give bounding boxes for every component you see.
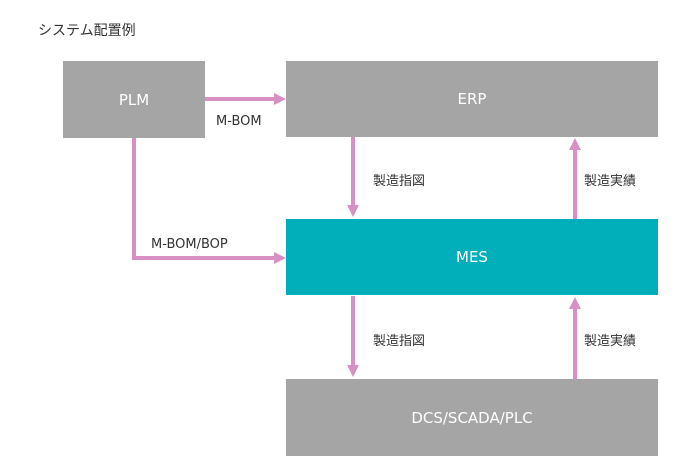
edge-label-plm-erp: M-BOM (216, 114, 262, 129)
node-plm-label: PLM (118, 90, 150, 109)
arrowhead-erp-mes (347, 205, 359, 217)
arrowhead-plm-erp (274, 93, 286, 105)
arrow-plm-mes (132, 138, 276, 260)
arrowhead-dcs-mes (569, 297, 581, 309)
arrowhead-plm-mes (274, 252, 286, 264)
arrowhead-mes-erp (569, 138, 581, 150)
edge-label-mes-erp: 製造実績 (584, 174, 637, 189)
edge-label-plm-mes: M-BOM/BOP (151, 237, 228, 252)
edge-label-mes-dcs: 製造指図 (373, 334, 426, 349)
diagram-title: システム配置例 (38, 23, 136, 39)
node-mes: MES (286, 219, 658, 295)
edge-label-erp-mes: 製造指図 (373, 174, 426, 189)
node-erp-label: ERP (457, 90, 487, 108)
arrowhead-mes-dcs (347, 365, 359, 377)
node-mes-label: MES (456, 248, 488, 266)
edge-label-dcs-mes: 製造実績 (584, 334, 637, 349)
node-erp: ERP (286, 61, 658, 137)
node-plm: PLM (63, 61, 205, 138)
node-dcs: DCS/SCADA/PLC (286, 379, 658, 456)
node-dcs-label: DCS/SCADA/PLC (411, 408, 533, 427)
